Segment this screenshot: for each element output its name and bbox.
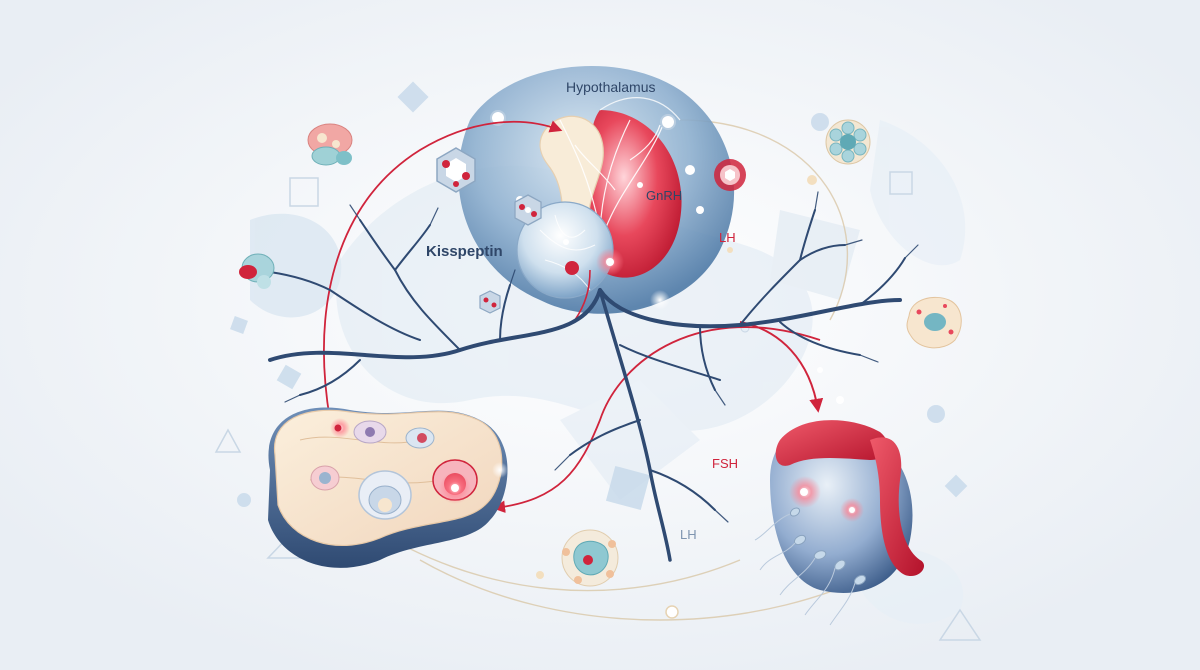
label-gnrh: GnRH	[646, 188, 683, 203]
label-fsh: FSH	[712, 456, 738, 471]
glow-particles	[334, 239, 855, 513]
floating-cells	[239, 119, 962, 587]
testis	[754, 420, 925, 626]
sperm-cells	[789, 507, 867, 586]
decorative-solids	[230, 81, 968, 511]
label-kisspeptin: Kisspeptin	[426, 243, 503, 260]
hormone-crystals	[436, 147, 746, 314]
label-lh-lower: LH	[680, 527, 697, 542]
label-lh-upper: LH	[719, 230, 736, 245]
label-hypothalamus: Hypothalamus	[566, 79, 656, 95]
branching-vessels	[251, 191, 919, 562]
